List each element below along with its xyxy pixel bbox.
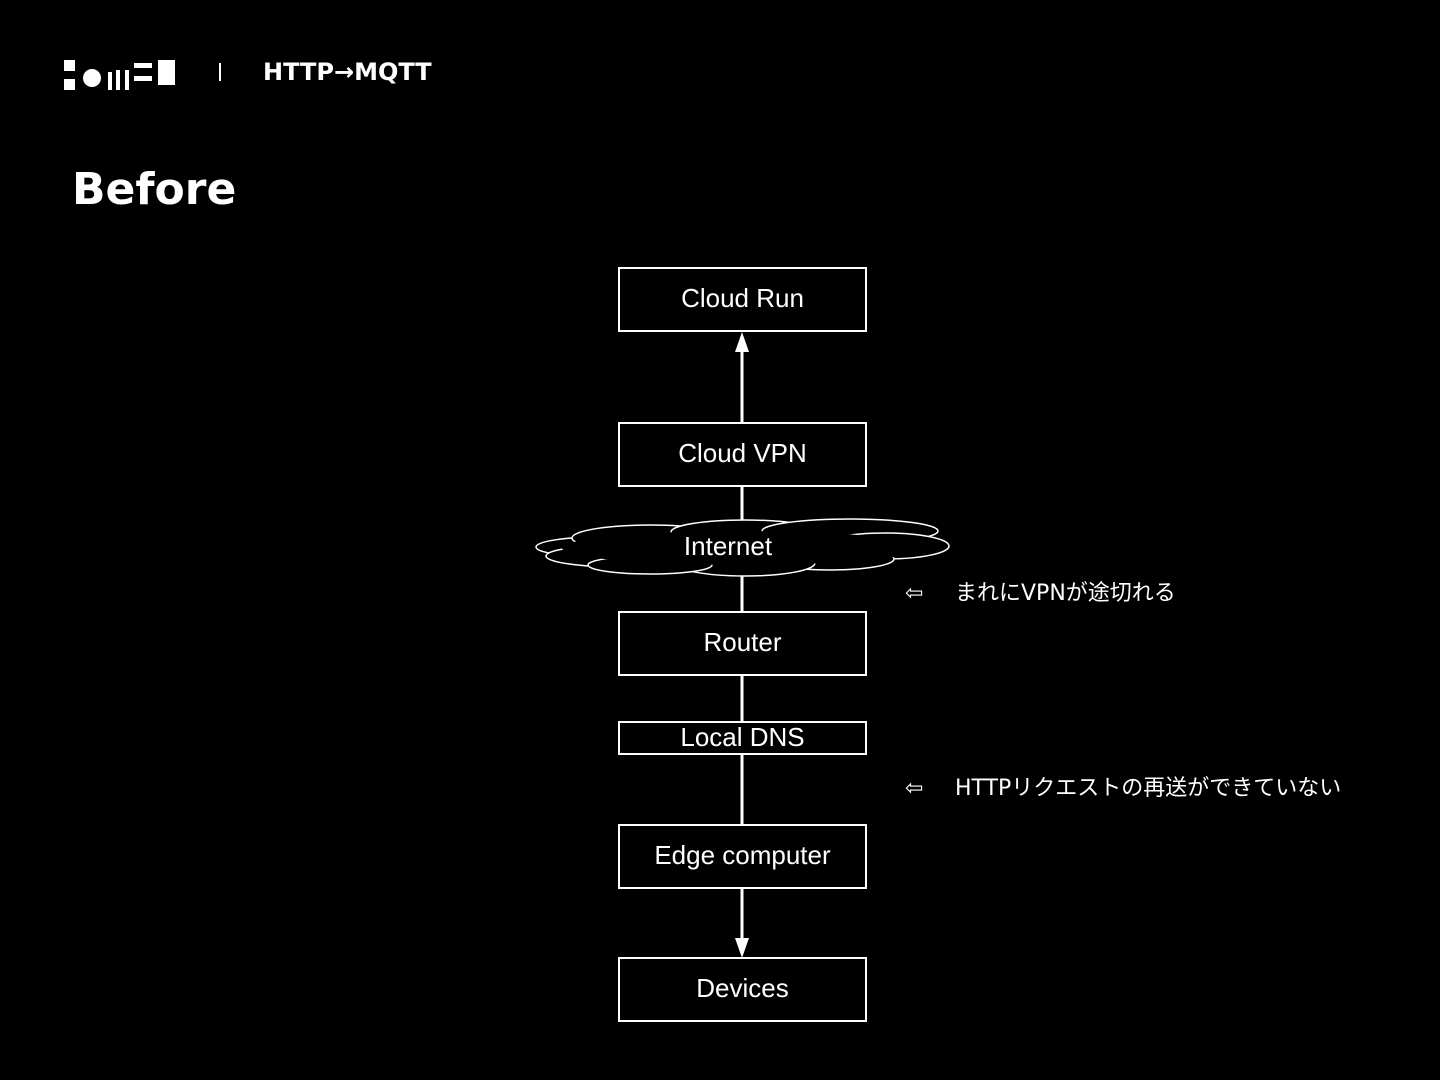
node-cloud-vpn-label: Cloud VPN (678, 438, 807, 468)
brand-logo-icon (64, 60, 175, 90)
internet-cloud-icon (535, 518, 950, 577)
arrowhead-up (735, 332, 749, 352)
left-arrow-icon: ⇦ (905, 776, 923, 801)
node-local-dns: Local DNS (618, 721, 867, 755)
node-cloud-vpn: Cloud VPN (618, 422, 867, 487)
annotation-http-retry-text: HTTPリクエストの再送ができていない (955, 776, 1341, 801)
header-separator (219, 63, 221, 81)
annotation-vpn-drop: ⇦ まれにVPNが途切れる (905, 581, 1176, 606)
arrowhead-down (735, 938, 749, 958)
node-local-dns-label: Local DNS (680, 722, 804, 752)
node-devices-label: Devices (696, 973, 788, 1003)
node-router: Router (618, 611, 867, 676)
page-title: Before (72, 164, 237, 215)
node-cloud-run-label: Cloud Run (681, 283, 804, 313)
node-cloud-run: Cloud Run (618, 267, 867, 332)
node-internet: Internet (535, 518, 950, 577)
annotation-http-retry: ⇦ HTTPリクエストの再送ができていない (905, 776, 1341, 801)
left-arrow-icon: ⇦ (905, 581, 923, 606)
node-devices: Devices (618, 957, 867, 1022)
node-edge-computer-label: Edge computer (654, 840, 831, 870)
node-router-label: Router (703, 627, 781, 657)
annotation-vpn-drop-text: まれにVPNが途切れる (955, 581, 1176, 606)
node-internet-label: Internet (684, 531, 773, 561)
header-title: HTTP→MQTT (263, 58, 432, 86)
node-edge-computer: Edge computer (618, 824, 867, 889)
